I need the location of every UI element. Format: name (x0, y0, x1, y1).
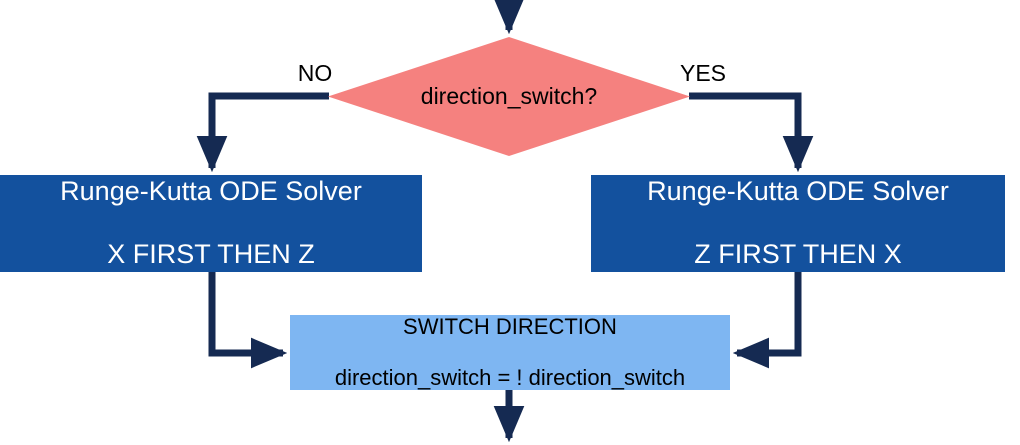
connector-no-branch (196, 92, 329, 173)
switch-box-line1: SWITCH DIRECTION (403, 313, 617, 339)
decision-direction-switch[interactable]: direction_switch? (328, 37, 690, 156)
edge-label-no: NO (297, 60, 333, 86)
switch-direction-box[interactable]: SWITCH DIRECTION direction_switch = ! di… (290, 314, 730, 390)
edge-label-yes: YES (679, 60, 727, 86)
connector-yes-branch (689, 92, 814, 173)
switch-box-text: SWITCH DIRECTION direction_switch = ! di… (335, 288, 685, 418)
process-left-text: Runge-Kutta ODE Solver X FIRST THEN Z (60, 144, 362, 303)
process-box-x-first-then-z[interactable]: Runge-Kutta ODE Solver X FIRST THEN Z (0, 175, 422, 272)
process-right-line2: Z FIRST THEN X (694, 239, 902, 270)
process-right-text: Runge-Kutta ODE Solver Z FIRST THEN X (647, 144, 949, 303)
switch-box-line2: direction_switch = ! direction_switch (334, 365, 686, 391)
process-left-line1: Runge-Kutta ODE Solver (60, 175, 362, 206)
process-box-z-first-then-x[interactable]: Runge-Kutta ODE Solver Z FIRST THEN X (591, 175, 1005, 272)
connector-left-to-switch (208, 272, 288, 369)
diamond-shape (328, 37, 690, 156)
process-right-line1: Runge-Kutta ODE Solver (647, 175, 949, 206)
decision-label: direction_switch? (420, 83, 598, 109)
process-left-line2: X FIRST THEN Z (107, 239, 315, 270)
connector-right-to-switch (732, 272, 802, 369)
